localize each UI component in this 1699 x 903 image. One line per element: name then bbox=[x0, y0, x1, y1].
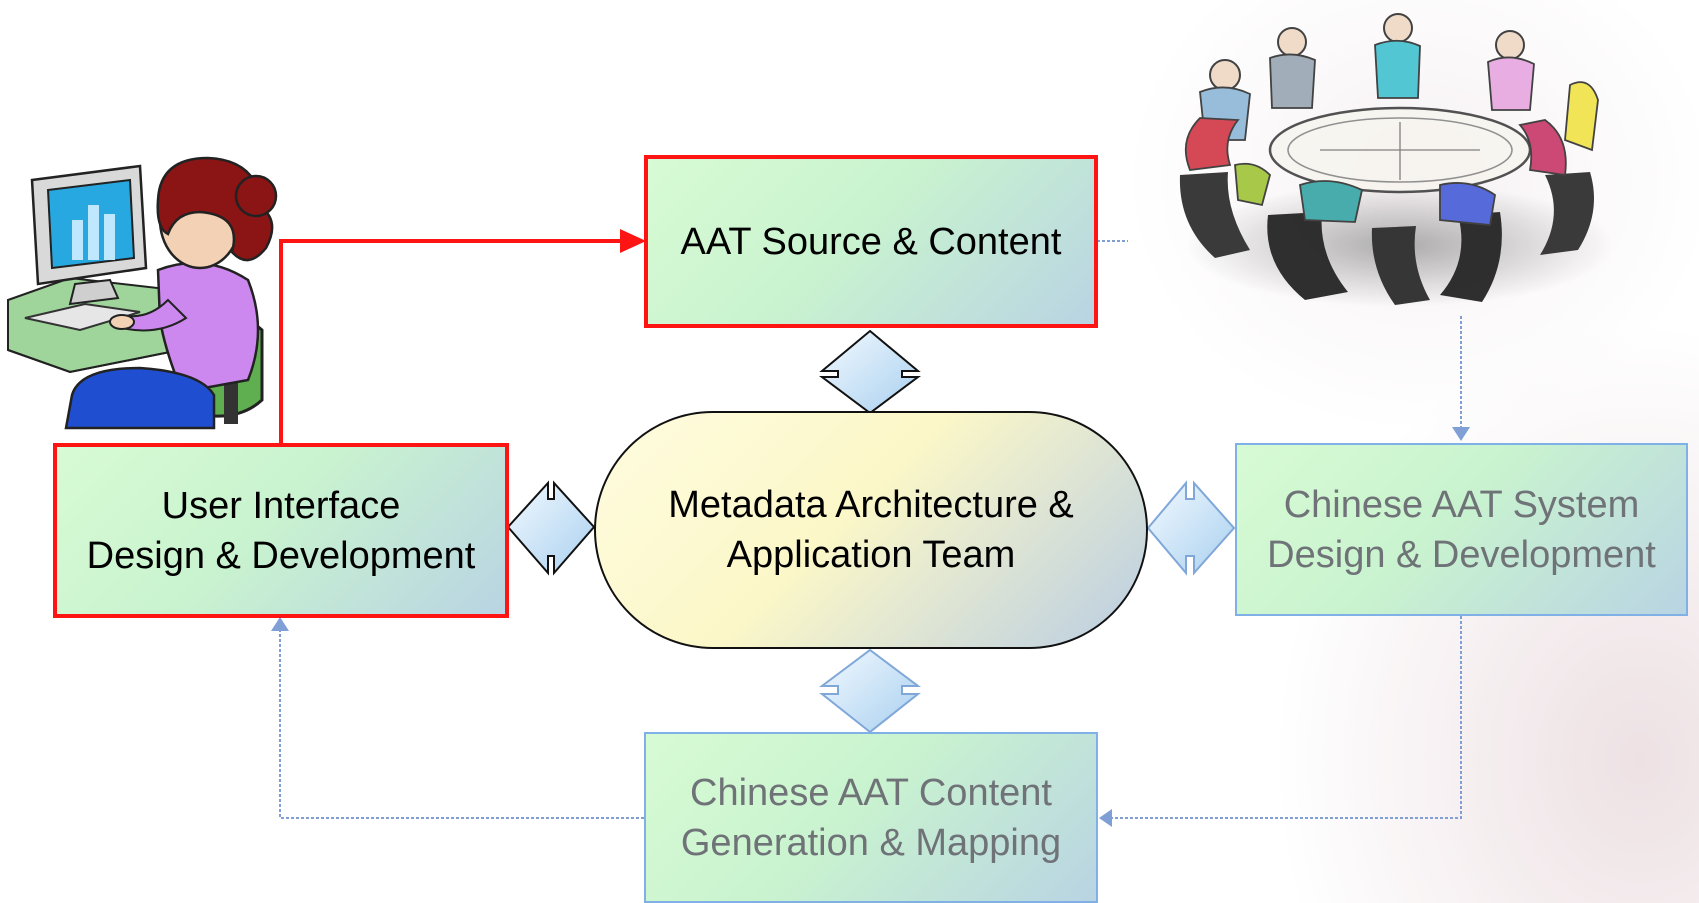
dotted-connectors bbox=[279, 240, 1462, 819]
content-generation-label-line2: Generation & Mapping bbox=[680, 821, 1062, 864]
computer-user-clipart bbox=[7, 156, 278, 430]
user-interface-label-line1: User Interface bbox=[161, 484, 401, 527]
content-generation-label-line1: Chinese AAT Content bbox=[690, 771, 1052, 814]
metadata-team-label-line1: Metadata Architecture & bbox=[668, 484, 1074, 526]
double-arrow-right bbox=[1146, 480, 1236, 576]
metadata-team-label-line2: Application Team bbox=[726, 534, 1016, 576]
aat-source-label: AAT Source & Content bbox=[680, 220, 1062, 263]
system-design-box[interactable]: Chinese AAT System Design & Development bbox=[1235, 443, 1688, 616]
connector-system-to-content bbox=[1108, 616, 1462, 819]
aat-source-box[interactable]: AAT Source & Content bbox=[644, 155, 1098, 328]
meeting-table-sketch bbox=[1179, 13, 1615, 307]
system-design-label-line2: Design & Development bbox=[1267, 533, 1656, 576]
double-arrow-bottom bbox=[819, 648, 921, 734]
highlight-arrow bbox=[279, 229, 646, 443]
connector-content-to-ui bbox=[279, 626, 644, 819]
dotted-arrowheads bbox=[271, 427, 1470, 827]
user-interface-label-line2: Design & Development bbox=[86, 534, 476, 577]
user-interface-box[interactable]: User Interface Design & Development bbox=[53, 443, 509, 618]
double-arrow-left bbox=[506, 480, 596, 576]
double-arrow-top bbox=[819, 329, 921, 415]
system-design-label-line1: Chinese AAT System bbox=[1283, 483, 1640, 526]
content-generation-box[interactable]: Chinese AAT Content Generation & Mapping bbox=[644, 732, 1098, 903]
metadata-team-hub[interactable]: Metadata Architecture & Application Team bbox=[594, 411, 1148, 649]
